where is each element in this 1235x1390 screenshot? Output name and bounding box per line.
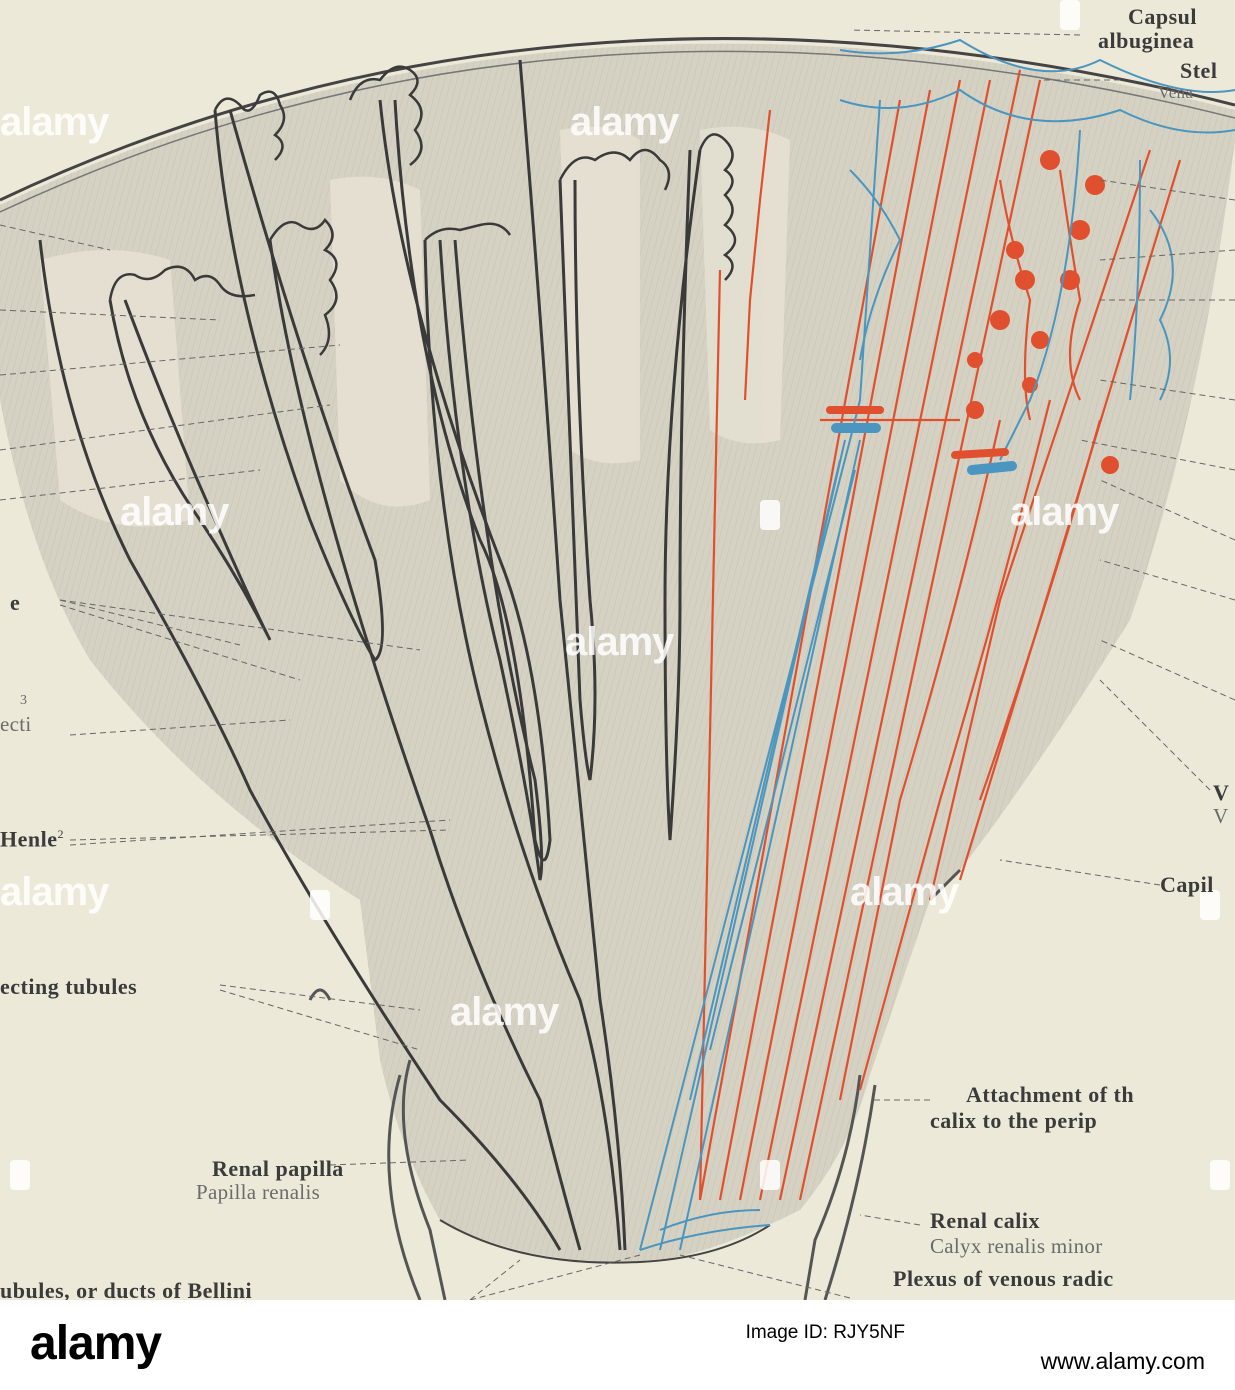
label-renal-papilla: Renal papilla (212, 1156, 344, 1181)
site-url[interactable]: www.alamy.com (1040, 1348, 1205, 1374)
label-left-ecti: ecti (0, 712, 32, 736)
watermark: alamy (570, 100, 679, 144)
venous-vessels (639, 38, 1235, 1251)
watermark-mark (10, 1160, 30, 1190)
watermark: alamy (0, 100, 109, 144)
alamy-logo: alamy (30, 1317, 162, 1370)
watermark: alamy (0, 870, 109, 914)
watermark-mark (310, 890, 330, 920)
label-left-e: e (10, 590, 21, 615)
label-calyx-renalis: Calyx renalis minor (930, 1234, 1103, 1258)
watermark: alamy (120, 490, 229, 534)
label-stellate-latin: Vena (1158, 83, 1194, 102)
watermark-mark (1210, 1160, 1230, 1190)
label-stellate: Stel (1180, 58, 1218, 83)
capsule-line (0, 37, 1235, 202)
leader-lines (0, 29, 1235, 1300)
glomeruli (966, 150, 1119, 474)
watermark-mark (1200, 890, 1220, 920)
watermark: alamy (1010, 490, 1119, 534)
label-loop-of-henle: Henle2 (0, 828, 64, 850)
label-ducts-of-bellini: ubules, or ducts of Bellini (0, 1278, 253, 1301)
label-henle-sup: 2 (57, 827, 64, 841)
watermark: alamy (850, 870, 959, 914)
label-papilla-renalis: Papilla renalis (196, 1180, 321, 1204)
watermark-mark (760, 1160, 780, 1190)
label-plexus: Plexus of venous radic (893, 1266, 1114, 1291)
watermark: alamy (450, 990, 559, 1034)
kidney-illustration: alamy alamy alamy alamy alamy alamy alam… (0, 0, 1235, 1300)
nephron-tubules (38, 59, 702, 1251)
label-capsule: Capsul (1128, 4, 1198, 29)
label-right-v2: V (1213, 804, 1229, 828)
watermark-mark (1060, 0, 1080, 30)
stock-footer: alamy Image ID: RJY5NF www.alamy.com (0, 1300, 1235, 1390)
watermark-mark (760, 500, 780, 530)
image-id: Image ID: RJY5NF (745, 1322, 905, 1343)
label-capsule-albuginea: albuginea (1098, 28, 1195, 53)
kidney-pyramid-drawing (0, 29, 1235, 1300)
label-attachment: Attachment of th (966, 1082, 1135, 1107)
label-henle-text: Henle (0, 826, 58, 852)
label-left-sup3: 3 (20, 693, 28, 708)
watermark: alamy (565, 620, 674, 664)
label-attachment-2: calix to the perip (930, 1108, 1098, 1133)
label-collecting-tubules: ecting tubules (0, 974, 138, 999)
label-right-v1: V (1213, 780, 1230, 805)
label-renal-calix: Renal calix (930, 1208, 1040, 1233)
label-capillaries: Capil (1160, 872, 1214, 897)
